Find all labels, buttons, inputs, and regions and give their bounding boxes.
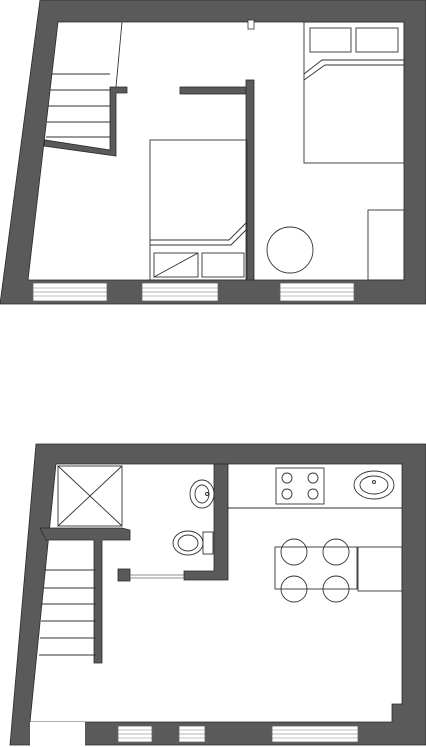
upper-window-3 [279,282,355,302]
upper-staircase [46,21,123,138]
lower-window-2 [178,725,206,743]
upper-partition-vertical [245,79,255,281]
upper-stair-wall [43,86,128,157]
lower-bath-door [130,574,184,579]
lower-staircase [39,569,96,656]
upper-bed-right [303,21,405,164]
upper-bed-left [149,139,248,281]
lower-exterior-gap [30,722,85,747]
lower-floor-plan [9,443,426,747]
lower-dining-set [274,538,358,603]
lower-toilet [172,530,214,556]
lower-shower [57,465,123,527]
lower-washbasin [189,479,215,509]
lower-window-1 [117,725,153,743]
upper-floor-plan [0,0,426,305]
upper-window-1 [32,282,108,302]
lower-stair-wall [39,527,131,664]
upper-window-2 [141,282,219,302]
lower-window-3 [271,725,359,743]
upper-exterior-wall [0,0,426,305]
upper-cabinet [367,209,405,281]
lower-sideboard [357,546,403,592]
upper-partition-horizontal [179,86,253,95]
upper-top-vent [247,19,255,30]
lower-bath-wall-stub [117,568,131,582]
lower-kitchen-counter [228,467,402,509]
lower-bath-partition [183,463,229,581]
upper-round-table [266,226,314,274]
